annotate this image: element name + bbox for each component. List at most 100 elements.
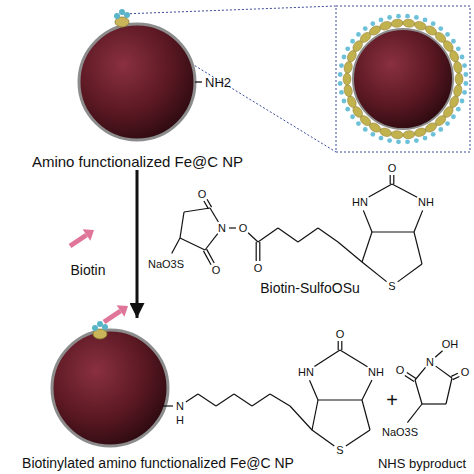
ligand-group bbox=[119, 9, 125, 15]
amine-group bbox=[463, 72, 468, 77]
bond bbox=[398, 264, 422, 282]
bond bbox=[203, 251, 211, 265]
amine-group bbox=[431, 21, 436, 26]
particle-group: Amino functionalized Fe@C NP bbox=[15, 20, 260, 170]
bond bbox=[312, 430, 334, 446]
bond bbox=[234, 394, 252, 406]
atom-label: OH bbox=[442, 339, 459, 350]
bond bbox=[248, 233, 258, 242]
bond bbox=[414, 210, 423, 232]
amine-group bbox=[460, 99, 465, 104]
bond bbox=[310, 380, 318, 400]
bond bbox=[184, 208, 210, 212]
ligand-group bbox=[92, 325, 98, 331]
bond bbox=[393, 175, 394, 184]
amine-group bbox=[350, 39, 355, 44]
amine-group bbox=[460, 55, 465, 60]
fe-core bbox=[79, 24, 195, 140]
bond bbox=[258, 228, 278, 242]
amine-group bbox=[451, 114, 456, 119]
atom-label: O bbox=[388, 163, 397, 174]
bond bbox=[298, 228, 318, 242]
compound-name: Biotin-SulfoOSu bbox=[260, 281, 360, 295]
atom-label: S bbox=[336, 445, 343, 456]
ligand-group bbox=[97, 321, 103, 327]
biotin-arrow-shaft bbox=[104, 311, 121, 322]
atom-label: N bbox=[426, 357, 434, 368]
zoom-frame bbox=[336, 6, 470, 152]
atom-label: HN bbox=[352, 197, 368, 208]
amine-group bbox=[423, 18, 428, 23]
bond bbox=[278, 228, 298, 242]
amine-group bbox=[456, 46, 461, 51]
amine-group bbox=[438, 127, 443, 132]
bond bbox=[210, 208, 218, 222]
atom-label: O bbox=[461, 367, 470, 378]
atom-label: N bbox=[218, 223, 226, 234]
biotin-arrow-head bbox=[117, 305, 128, 317]
nanoparticle bbox=[79, 24, 195, 140]
amine-group bbox=[414, 15, 419, 20]
atom-label: H bbox=[176, 415, 184, 426]
bond bbox=[446, 378, 452, 404]
amine-group bbox=[338, 72, 343, 77]
amine-group bbox=[462, 90, 467, 95]
amine-group bbox=[339, 90, 344, 95]
bond bbox=[341, 341, 342, 350]
bond bbox=[436, 366, 452, 378]
bond bbox=[180, 238, 205, 250]
amine-group bbox=[379, 18, 384, 23]
bond bbox=[204, 201, 209, 209]
bond bbox=[259, 242, 260, 261]
coating-unit bbox=[346, 95, 358, 109]
coating-unit bbox=[453, 61, 463, 74]
amine-group bbox=[423, 136, 428, 141]
zoom-line bbox=[122, 6, 336, 14]
amine-group bbox=[445, 121, 450, 126]
bond bbox=[180, 212, 184, 238]
bond bbox=[362, 380, 372, 400]
bond bbox=[407, 372, 416, 378]
bond bbox=[318, 399, 362, 400]
bond bbox=[362, 232, 372, 262]
coating-unit bbox=[391, 130, 404, 139]
biotin-arrow-head bbox=[83, 229, 94, 241]
atom-label: O bbox=[212, 265, 221, 276]
group-label: NaO3S bbox=[382, 427, 418, 438]
amine-group bbox=[363, 127, 368, 132]
bond bbox=[338, 242, 362, 262]
coating-unit bbox=[448, 49, 460, 63]
coating-unit bbox=[402, 130, 415, 139]
bond bbox=[312, 400, 318, 430]
atom-label: O bbox=[396, 365, 405, 376]
amine-group bbox=[405, 14, 410, 19]
ligand-group bbox=[102, 324, 108, 330]
bond bbox=[229, 227, 236, 228]
bond bbox=[163, 405, 173, 406]
coating-unit bbox=[343, 73, 351, 85]
bond bbox=[207, 199, 212, 207]
bond bbox=[453, 377, 460, 380]
amine-label: NH2 bbox=[205, 76, 231, 89]
coating-unit bbox=[402, 19, 415, 28]
bond bbox=[318, 228, 338, 242]
bond bbox=[314, 350, 340, 367]
amine-group bbox=[387, 138, 392, 143]
bond bbox=[340, 350, 367, 367]
coating-unit bbox=[391, 19, 404, 28]
bond bbox=[172, 238, 180, 253]
bond bbox=[362, 262, 387, 282]
biotin-arrow-shaft bbox=[70, 235, 87, 246]
bond bbox=[415, 367, 426, 380]
amine-group bbox=[463, 81, 468, 86]
particle-caption: Biotinylated amino functionalized Fe@C N… bbox=[3, 455, 313, 471]
amine-group bbox=[462, 63, 467, 68]
atom-label: S bbox=[388, 281, 395, 292]
bond bbox=[435, 351, 442, 358]
bond bbox=[198, 394, 216, 406]
amine-group bbox=[356, 32, 361, 37]
bond bbox=[256, 242, 257, 261]
fe-core bbox=[52, 330, 168, 446]
amine-group bbox=[451, 39, 456, 44]
